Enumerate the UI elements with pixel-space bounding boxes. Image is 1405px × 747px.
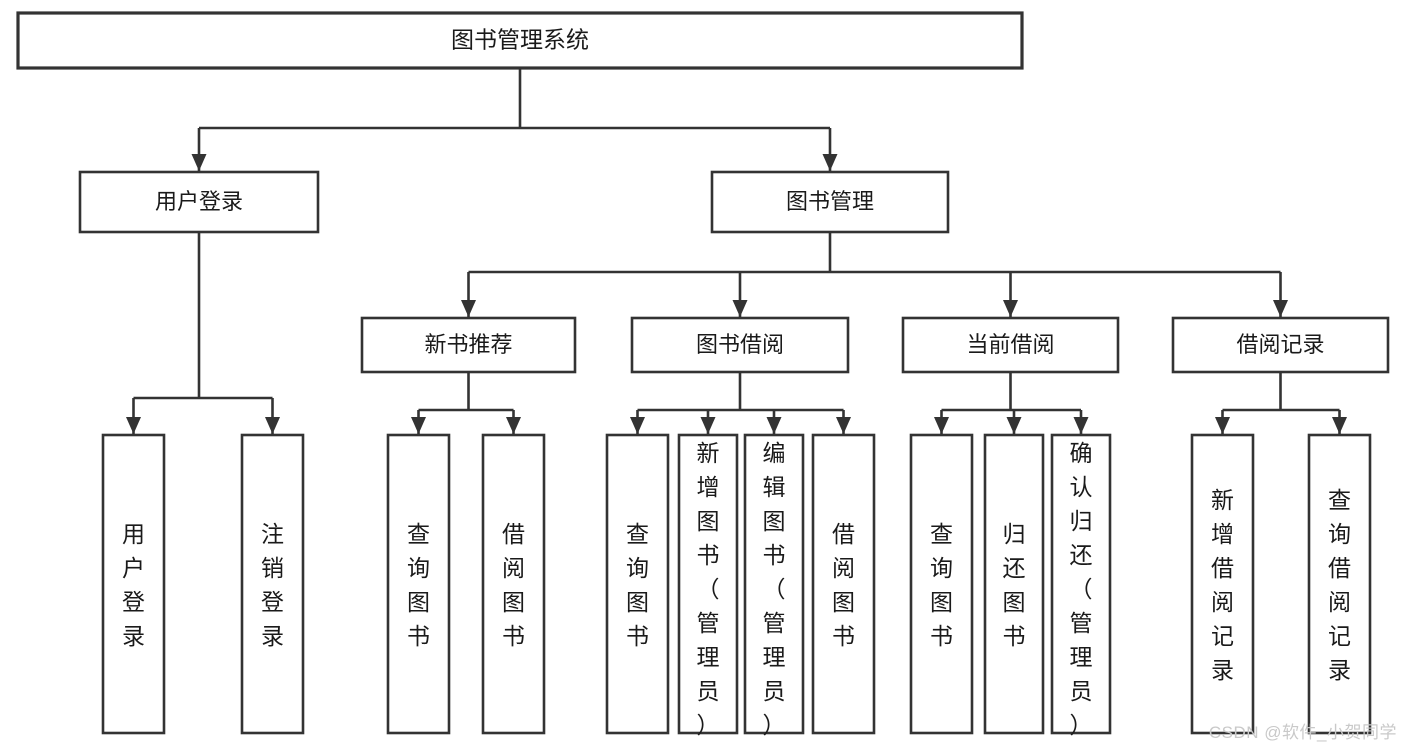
arrow-head-icon — [1215, 417, 1230, 434]
node-leaf-8-rect — [909, 433, 974, 735]
connector-edges-group — [126, 68, 1347, 434]
arrow-head-icon — [700, 417, 716, 434]
arrow-head-icon — [126, 417, 141, 434]
node-level3-1-label: 图书借阅 — [696, 332, 784, 357]
node-leaf-3-rect — [481, 433, 546, 735]
node-leaf-2-rect — [386, 433, 451, 735]
node-leaf-7-label: 借阅图书 — [832, 521, 855, 649]
arrow-head-icon — [191, 154, 207, 171]
node-leaf-4[interactable]: 查询图书 — [605, 433, 670, 735]
node-root-label: 图书管理系统 — [451, 27, 589, 53]
node-leaf-1-rect — [240, 433, 305, 735]
node-level2-1-label: 图书管理 — [786, 189, 874, 214]
node-leaf-10-label: 确认归还（管理员） — [1070, 440, 1093, 738]
arrow-head-icon — [1273, 300, 1288, 317]
node-leaf-5-label: 新增图书（管理员） — [697, 440, 720, 738]
node-leaf-3-label: 借阅图书 — [502, 521, 525, 649]
node-boxes-group: 图书管理系统用户登录图书管理新书推荐图书借阅当前借阅借阅记录用户登录注销登录查询… — [16, 11, 1390, 738]
arrow-head-icon — [822, 154, 838, 171]
node-leaf-11-rect — [1190, 433, 1255, 735]
node-leaf-2[interactable]: 查询图书 — [386, 433, 451, 735]
node-leaf-7[interactable]: 借阅图书 — [811, 433, 876, 735]
node-leaf-4-rect — [605, 433, 670, 735]
node-leaf-12-rect — [1307, 433, 1372, 735]
arrow-head-icon — [630, 417, 645, 434]
node-leaf-1[interactable]: 注销登录 — [240, 433, 305, 735]
arrow-head-icon — [934, 417, 949, 434]
node-leaf-1-label: 注销登录 — [261, 521, 284, 649]
node-leaf-6-label: 编辑图书（管理员） — [763, 440, 786, 738]
node-level2-1[interactable]: 图书管理 — [710, 170, 950, 234]
node-leaf-3[interactable]: 借阅图书 — [481, 433, 546, 735]
node-level3-0[interactable]: 新书推荐 — [360, 316, 577, 374]
node-level3-0-rect — [360, 316, 577, 374]
csdn-watermark: CSDN @软件_小贺同学 — [1208, 723, 1397, 742]
arrow-head-icon — [506, 417, 521, 434]
node-leaf-2-label: 查询图书 — [407, 521, 430, 649]
node-leaf-11-label: 新增借阅记录 — [1211, 487, 1234, 683]
arrow-head-icon — [732, 300, 748, 317]
node-level3-2-label: 当前借阅 — [966, 332, 1054, 357]
node-leaf-7-rect — [811, 433, 876, 735]
node-leaf-5-rect — [677, 433, 739, 735]
arrow-head-icon — [836, 417, 851, 434]
node-leaf-10-rect — [1050, 433, 1112, 735]
node-leaf-9[interactable]: 归还图书 — [983, 433, 1045, 735]
node-leaf-6-rect — [743, 433, 805, 735]
node-level2-0[interactable]: 用户登录 — [78, 170, 320, 234]
arrow-head-icon — [1073, 417, 1089, 434]
node-level3-3-label: 借阅记录 — [1236, 332, 1324, 357]
node-leaf-11[interactable]: 新增借阅记录 — [1190, 433, 1255, 735]
node-leaf-8[interactable]: 查询图书 — [909, 433, 974, 735]
arrow-head-icon — [461, 300, 476, 317]
node-root-rect — [16, 11, 1024, 70]
node-leaf-8-label: 查询图书 — [930, 521, 953, 649]
node-level3-3-rect — [1171, 316, 1390, 374]
arrow-head-icon — [1332, 417, 1347, 434]
node-level3-2[interactable]: 当前借阅 — [901, 316, 1120, 374]
node-leaf-12[interactable]: 查询借阅记录 — [1307, 433, 1372, 735]
node-level3-0-label: 新书推荐 — [424, 332, 512, 357]
arrow-head-icon — [1003, 300, 1018, 317]
node-leaf-5[interactable]: 新增图书（管理员） — [677, 433, 739, 738]
node-leaf-9-rect — [983, 433, 1045, 735]
node-leaf-10[interactable]: 确认归还（管理员） — [1050, 433, 1112, 738]
node-level2-0-rect — [78, 170, 320, 234]
node-leaf-9-label: 归还图书 — [1003, 521, 1026, 649]
arrow-head-icon — [766, 417, 782, 434]
node-level3-2-rect — [901, 316, 1120, 374]
arrow-head-icon — [411, 417, 426, 434]
node-leaf-0-rect — [101, 433, 166, 735]
arrow-head-icon — [265, 417, 280, 434]
node-leaf-4-label: 查询图书 — [626, 521, 649, 649]
node-level3-1-rect — [630, 316, 850, 374]
node-level2-1-rect — [710, 170, 950, 234]
node-level3-3[interactable]: 借阅记录 — [1171, 316, 1390, 374]
arrow-head-icon — [1006, 417, 1022, 434]
node-leaf-0-label: 用户登录 — [122, 521, 145, 649]
node-leaf-6[interactable]: 编辑图书（管理员） — [743, 433, 805, 738]
node-level2-0-label: 用户登录 — [155, 189, 243, 214]
node-leaf-12-label: 查询借阅记录 — [1328, 487, 1351, 683]
node-root[interactable]: 图书管理系统 — [16, 11, 1024, 70]
node-leaf-0[interactable]: 用户登录 — [101, 433, 166, 735]
node-level3-1[interactable]: 图书借阅 — [630, 316, 850, 374]
